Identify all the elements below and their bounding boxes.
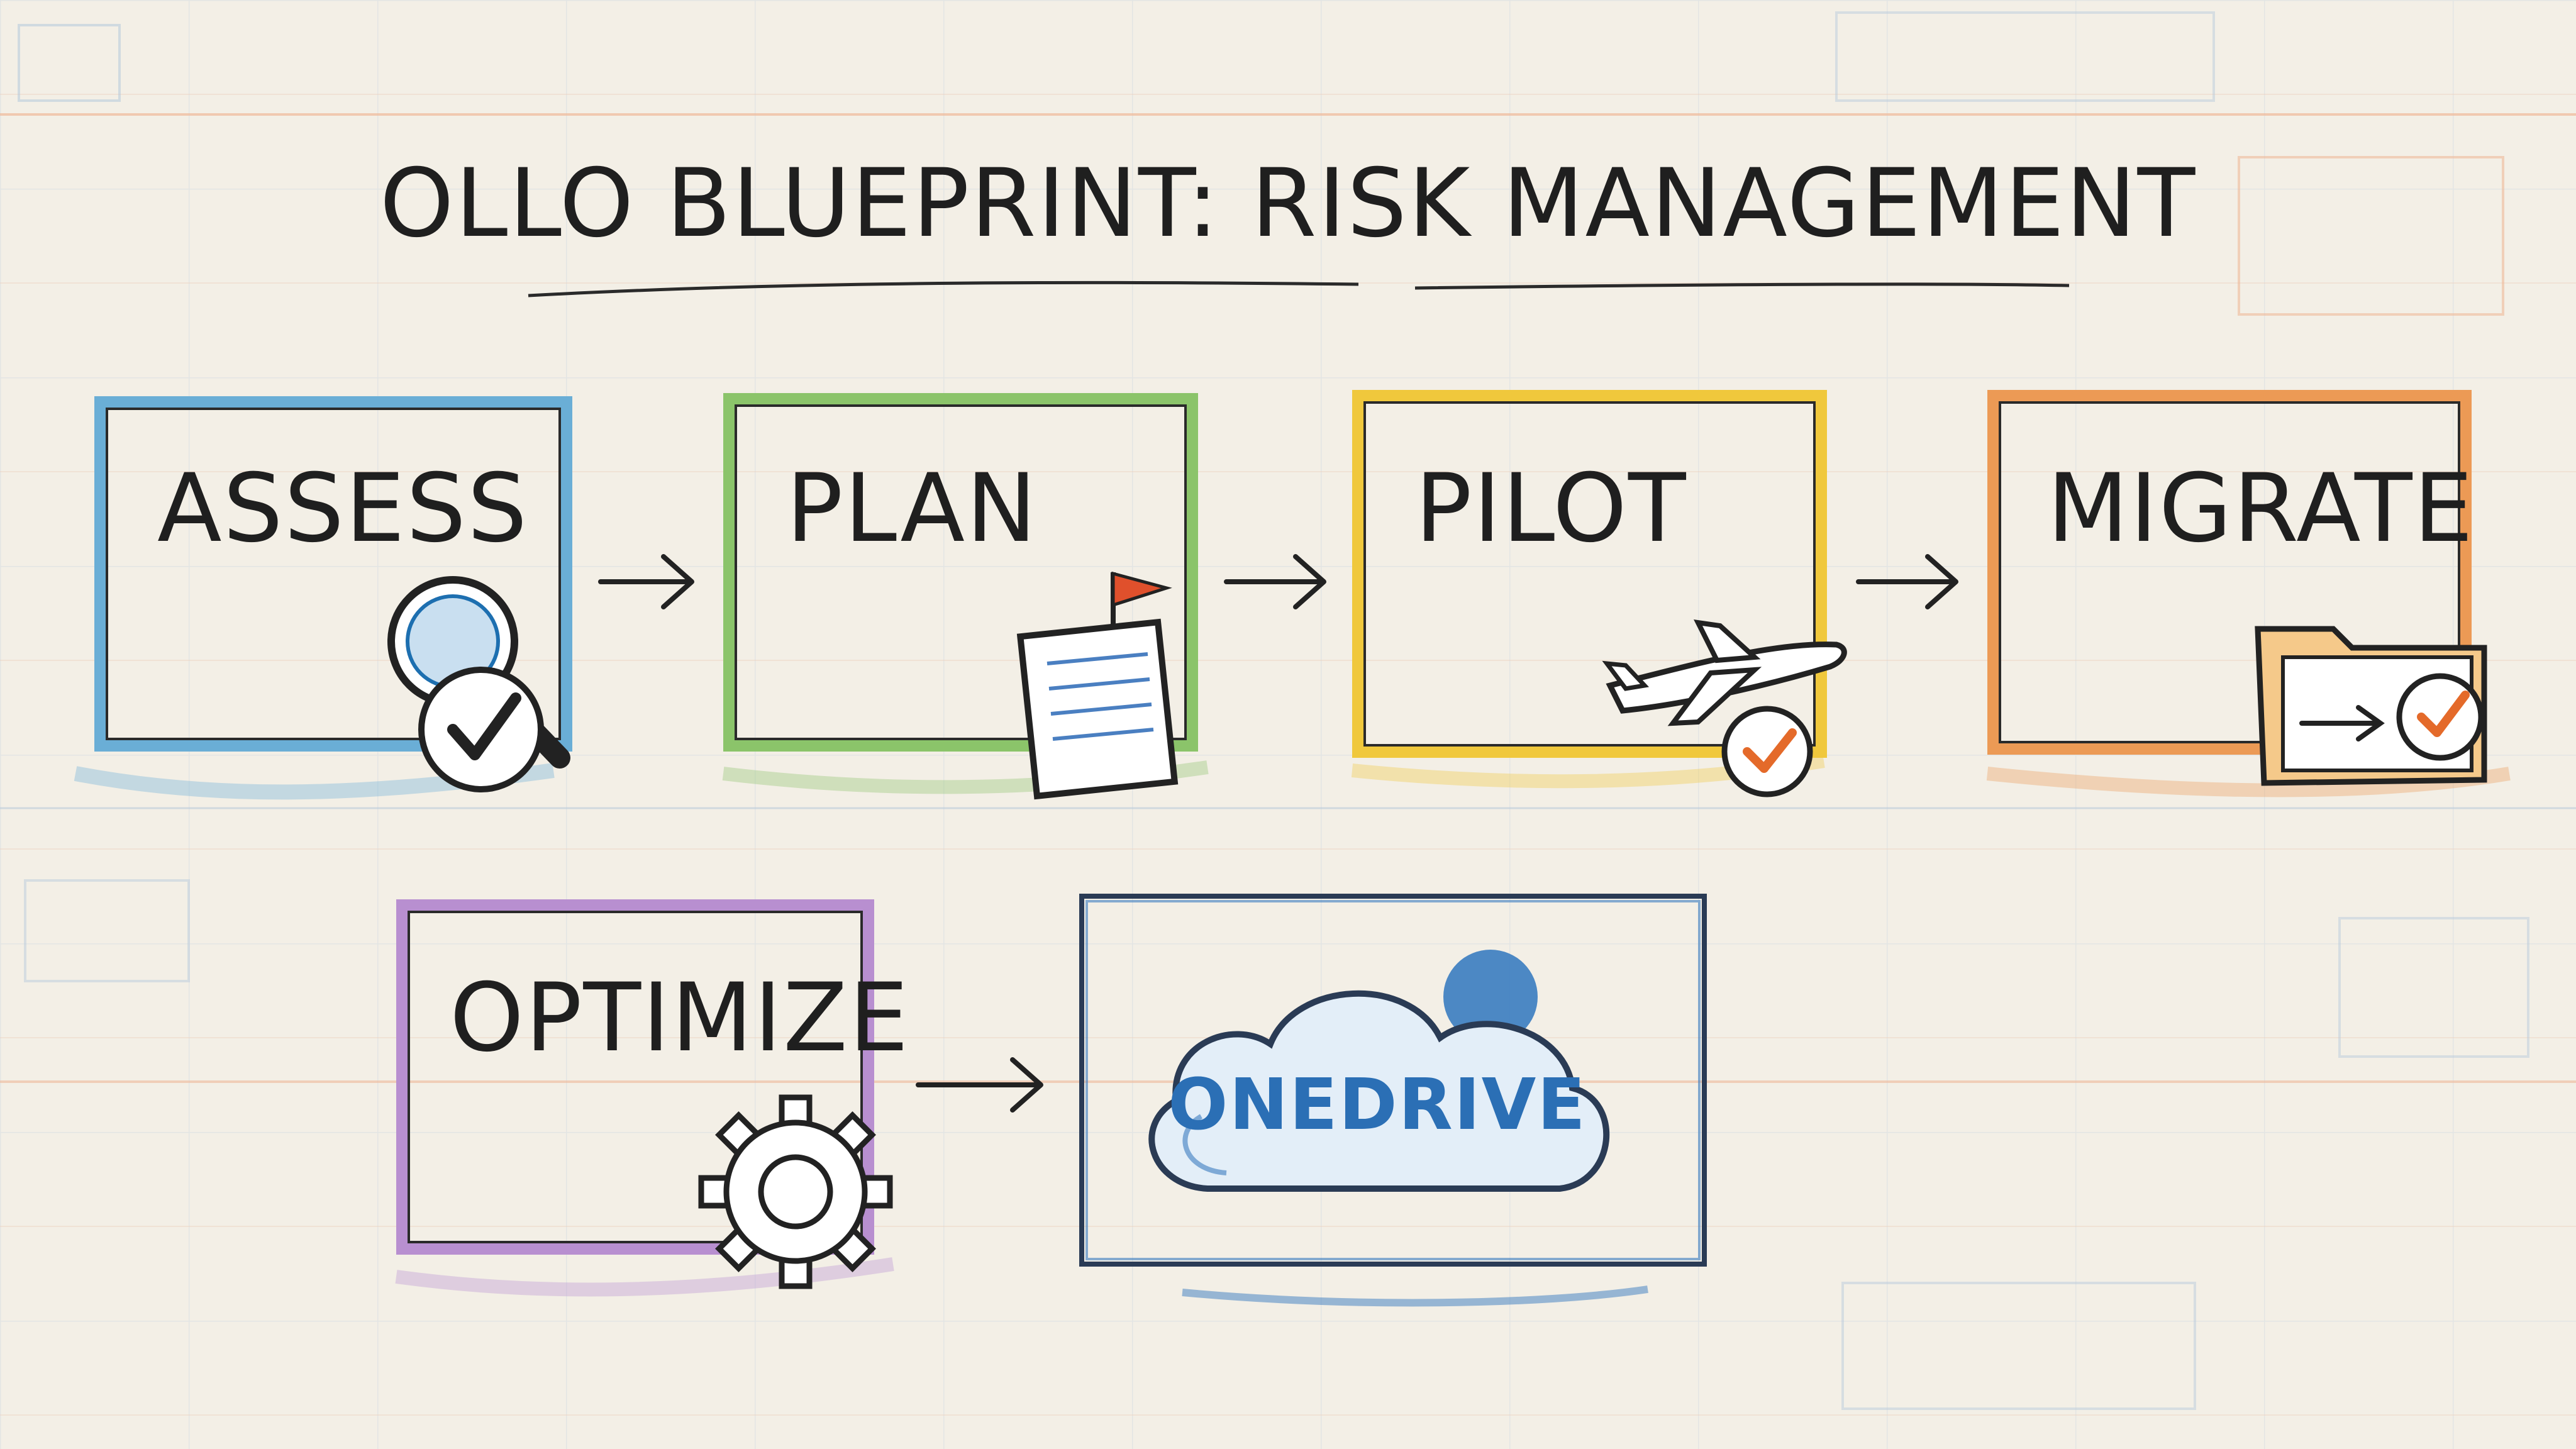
airplane-check-icon bbox=[1602, 619, 1847, 797]
destination-box bbox=[1079, 894, 1707, 1267]
gear-icon bbox=[698, 1094, 893, 1289]
magnifier-check-icon bbox=[387, 576, 570, 792]
title-block: OLLO BLUEPRINT: RISK MANAGEMENT bbox=[380, 149, 2197, 297]
step-assess: ASSESS bbox=[74, 396, 572, 800]
step-label-assess: ASSESS bbox=[157, 454, 528, 564]
arrow-optimize-to-onedrive bbox=[916, 1057, 1043, 1113]
arrow-pilot-to-migrate bbox=[1856, 554, 1958, 609]
step-box-plan bbox=[723, 393, 1198, 752]
step-optimize: OPTIMIZE bbox=[395, 899, 910, 1297]
destination-onedrive: ONEDRIVE bbox=[1079, 894, 1707, 1307]
step-pilot: PILOT bbox=[1351, 390, 1847, 797]
diagram-title: OLLO BLUEPRINT: RISK MANAGEMENT bbox=[380, 149, 2197, 258]
checklist-flag-icon bbox=[1016, 571, 1179, 800]
step-label-pilot: PILOT bbox=[1415, 454, 1687, 564]
step-box-pilot bbox=[1352, 390, 1827, 758]
step-migrate: MIGRATE bbox=[1986, 390, 2511, 797]
step-label-plan: PLAN bbox=[786, 454, 1038, 564]
step-label-migrate: MIGRATE bbox=[2047, 454, 2474, 564]
folder-check-icon bbox=[2255, 626, 2487, 786]
step-plan: PLAN bbox=[722, 393, 1209, 800]
destination-label: ONEDRIVE bbox=[1168, 1064, 1587, 1146]
arrow-plan-to-pilot bbox=[1224, 554, 1326, 609]
arrow-assess-to-plan bbox=[598, 554, 694, 609]
step-label-optimize: OPTIMIZE bbox=[450, 963, 910, 1073]
step-box-assess bbox=[94, 396, 572, 752]
cloud-icon bbox=[1148, 950, 1610, 1192]
step-box-migrate bbox=[1987, 390, 2472, 755]
step-box-optimize bbox=[396, 899, 874, 1255]
